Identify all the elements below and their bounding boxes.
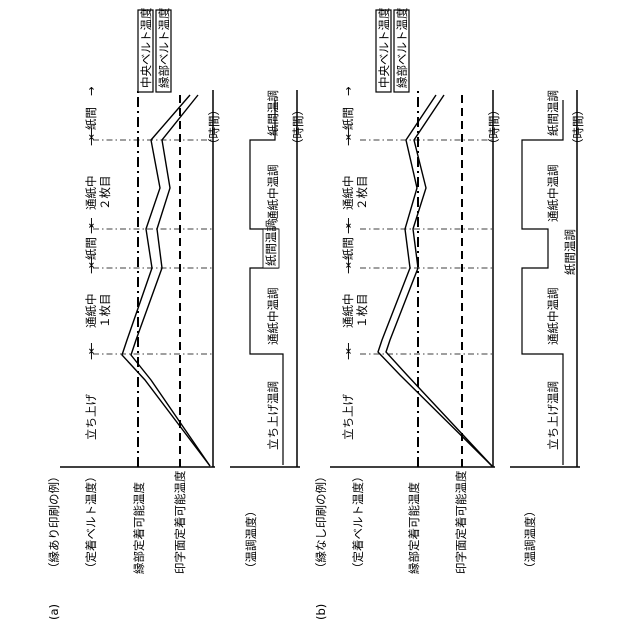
panel-a-control-4-label: 通紙中温調: [266, 165, 280, 223]
panel-b-control-5-label: 紙間温調: [546, 90, 560, 136]
panel-a-label: (a): [47, 604, 61, 620]
panel-a-center-belt-curve: [122, 95, 210, 466]
panel-b-phase-4-label: 通紙中: [341, 176, 355, 211]
panel-b-phase-5-arrow-end: →: [341, 86, 355, 96]
panel-b-legend-center: 中央ベルト温度: [377, 7, 391, 88]
panel-a-control-1-label: 立ち上げ温調: [266, 381, 280, 450]
panel-a-control-3-label: 紙間温調: [264, 220, 278, 266]
panel-a-phase-2-label: 通紙中: [84, 294, 98, 329]
panel-a-y-axis-title: （定着ベルト温度）: [84, 471, 98, 575]
panel-b-phase-4-arrow-start: ←: [341, 217, 355, 227]
panel-a-phase-3-label: 紙間: [84, 237, 98, 260]
panel-b-phase-5-label: 紙間: [341, 107, 355, 130]
panel-a-time-label: （時間）: [207, 104, 221, 150]
panel-b-center-belt-curve: [378, 95, 492, 466]
panel-a-edge-fix-temp: 縁部定着可能温度: [132, 482, 146, 574]
panel-a: (a) （縁あり印刷の例） （定着ベルト温度） 縁部定着可能温度 印字面定着可能…: [47, 7, 305, 620]
panel-a-phase-4-label-2: ２枚目: [98, 176, 112, 211]
panel-b-label: (b): [314, 604, 328, 620]
panel-b-time-label: （時間）: [487, 104, 501, 150]
panel-b-temp-control-label: （温調温度）: [523, 505, 537, 574]
panel-a-edge-belt-curve: [131, 95, 210, 466]
panel-a-legend-center: 中央ベルト温度: [139, 7, 153, 88]
panel-a-example: （縁あり印刷の例）: [47, 471, 61, 575]
panel-a-control-5-label: 紙間温調: [266, 90, 280, 136]
panel-a-phase-4-label: 通紙中: [84, 176, 98, 211]
panel-a-phase-5-arrow-end: →: [84, 86, 98, 96]
panel-b-control-3-label: 紙間温調: [563, 229, 577, 275]
panel-a-control-time-label: （時間）: [291, 104, 305, 150]
panel-b-edge-belt-curve: [386, 95, 492, 466]
panel-b-example: （縁なし印刷の例）: [314, 471, 328, 575]
panel-b-phase-3-label: 紙間: [341, 237, 355, 260]
panel-b-edge-fix-temp: 縁部定着可能温度: [407, 482, 421, 574]
panel-b-control-4-label: 通紙中温調: [546, 165, 560, 223]
panel-a-print-fix-temp: 印字面定着可能温度: [173, 470, 187, 574]
panel-a-phase-2-arrow-start: ←: [84, 342, 98, 352]
panel-b-legend-edge: 縁部ベルト温度: [395, 7, 409, 88]
panel-b: (b) （縁なし印刷の例） （定着ベルト温度） 縁部定着可能温度 印字面定着可能…: [314, 7, 585, 620]
panel-a-phase-2-label-2: １枚目: [98, 294, 112, 329]
panel-a-phase-1-label: 立ち上げ: [84, 394, 98, 440]
panel-b-phase-2-label-2: １枚目: [355, 294, 369, 329]
panel-a-temp-control-label: （温調温度）: [244, 505, 258, 574]
panel-a-phase-4-arrow-start: ←: [84, 217, 98, 227]
panel-b-phase-4-label-2: ２枚目: [355, 176, 369, 211]
panel-b-y-axis-title: （定着ベルト温度）: [351, 471, 365, 575]
panel-a-control-2-label: 通紙中温調: [266, 288, 280, 346]
panel-b-phase-2-arrow-start: ←: [341, 342, 355, 352]
panel-b-phase-1-label: 立ち上げ: [341, 394, 355, 440]
panel-b-phase-2-label: 通紙中: [341, 294, 355, 329]
panel-a-legend-edge: 縁部ベルト温度: [157, 7, 171, 88]
panel-b-control-2-label: 通紙中温調: [546, 288, 560, 346]
panel-a-phase-5-label: 紙間: [84, 107, 98, 130]
panel-b-print-fix-temp: 印字面定着可能温度: [454, 470, 468, 574]
panel-b-control-time-label: （時間）: [571, 104, 585, 150]
panel-b-control-1-label: 立ち上げ温調: [546, 381, 560, 450]
